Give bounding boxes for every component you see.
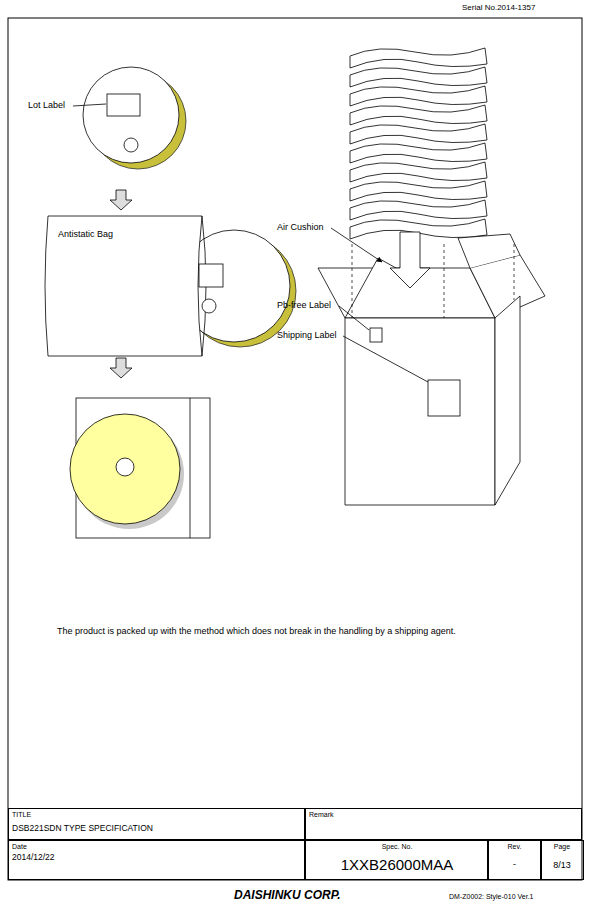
- antistatic-bag-illustration: [45, 216, 296, 356]
- cell-heading: Spec. No.: [306, 843, 488, 851]
- callout-label: Air Cushion: [277, 222, 324, 232]
- cell-value: DSB221SDN TYPE SPECIFICATION: [12, 824, 153, 834]
- callout-label: Pb-free Label: [277, 300, 331, 310]
- sealed-bag: [70, 398, 210, 538]
- callout-label: Shipping Label: [277, 330, 337, 340]
- cell-heading: Rev.: [488, 843, 541, 851]
- spec-no-cell: Spec. No. 1XXB26000MAA: [305, 840, 489, 880]
- leader-line: [331, 228, 428, 382]
- page-frame: [8, 18, 582, 880]
- guide-line: [352, 244, 514, 318]
- cell-heading: Remark: [309, 811, 334, 819]
- air-cushion-stack: [350, 48, 487, 239]
- carton: [318, 232, 545, 505]
- date-cell: Date 2014/12/22: [8, 840, 305, 880]
- remark-cell: Remark: [305, 808, 582, 840]
- company-name: DAISHINKU CORP.: [234, 889, 340, 903]
- lot-label-rect: [107, 94, 140, 116]
- leader-line: [73, 104, 106, 106]
- cell-value: -: [488, 859, 541, 869]
- reel: [83, 67, 186, 169]
- cell-heading: TITLE: [12, 811, 31, 819]
- note-text: The product is packed up with the method…: [57, 626, 456, 636]
- rev-cell: Rev. -: [487, 840, 542, 880]
- cell-heading: Antistatic Bag: [58, 229, 113, 239]
- serial-number: Serial No.2014-1357: [462, 3, 535, 12]
- cell-heading: Date: [12, 843, 27, 851]
- cell-value: 1XXB26000MAA: [306, 856, 488, 873]
- page-cell: Page 8/13: [540, 840, 584, 880]
- cell-value: 8/13: [541, 860, 583, 870]
- callout-label: Lot Label: [28, 100, 65, 110]
- title-cell: TITLE DSB221SDN TYPE SPECIFICATION: [8, 808, 305, 840]
- bag-label-area: Antistatic Bag: [48, 216, 198, 354]
- cell-heading: Page: [541, 843, 583, 851]
- cell-value: 2014/12/22: [12, 853, 55, 863]
- form-code: DM-Z0002: Style-010 Ver.1: [449, 893, 533, 901]
